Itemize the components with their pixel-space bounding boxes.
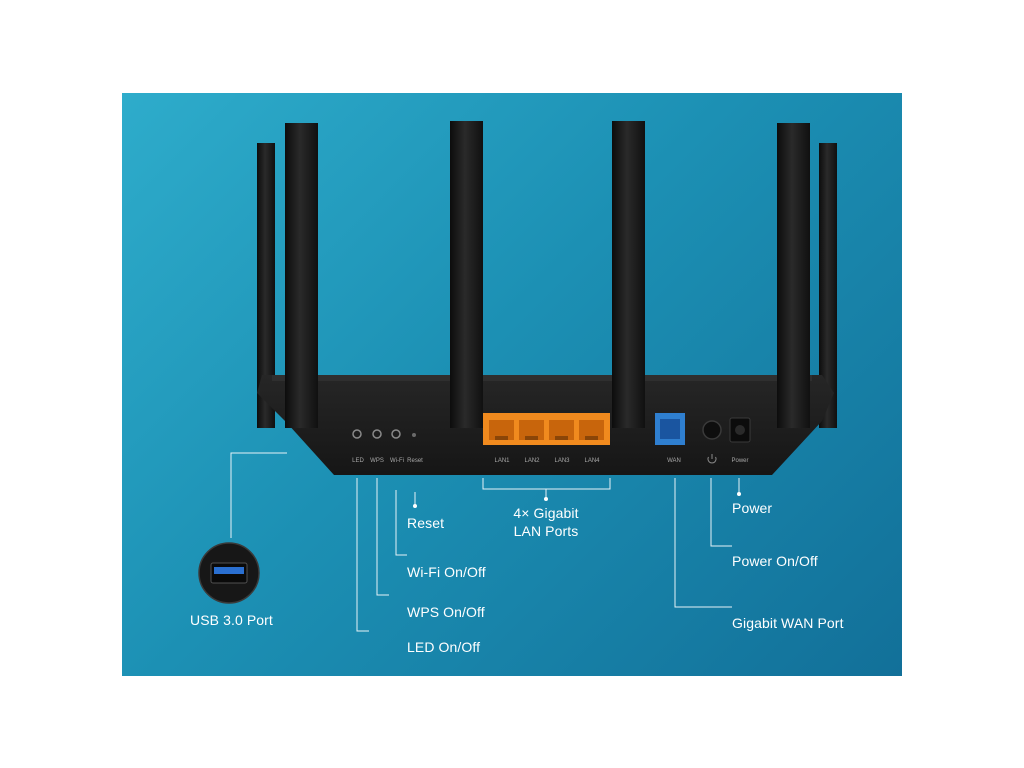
power-jack-pin [735, 425, 745, 435]
antenna-front-4 [777, 123, 810, 428]
wifi-button [391, 429, 401, 439]
callout-line-wps [376, 478, 389, 596]
callout-lines [230, 452, 740, 632]
panel-label-reset: Reset [407, 458, 423, 464]
lan-port-1 [489, 420, 514, 440]
callout-lan-line2: LAN Ports [513, 523, 579, 539]
callout-dots [413, 492, 741, 508]
led-button [352, 429, 362, 439]
panel-label-lan2: LAN2 [524, 458, 540, 464]
lan-port-3 [549, 420, 574, 440]
antenna-back-right [819, 143, 837, 428]
lan-port-2 [519, 420, 544, 440]
router-top-edge [272, 375, 812, 381]
callout-line-power-onoff [710, 478, 732, 547]
power-button [702, 420, 722, 440]
callout-gigabit-wan-port: Gigabit WAN Port [732, 615, 844, 631]
panel-label-wps: WPS [370, 458, 384, 464]
antenna-back-left [257, 143, 275, 428]
antenna-front-2 [450, 121, 483, 428]
power-icon [707, 454, 717, 464]
panel-label-wifi: Wi-Fi [390, 458, 404, 464]
callout-power: Power [732, 500, 773, 516]
callout-power-onoff: Power On/Off [732, 553, 818, 569]
callout-wps-onoff: WPS On/Off [407, 604, 485, 620]
panel-label-lan3: LAN3 [554, 458, 570, 464]
callout-wifi-onoff: Wi-Fi On/Off [407, 564, 486, 580]
product-diagram-panel: LED WPS Wi-Fi Reset LAN1 LAN2 LAN3 LAN4 … [122, 93, 902, 676]
callout-line-lan [482, 478, 611, 490]
lan-port-4 [579, 420, 604, 440]
callout-line-wan [674, 478, 732, 608]
panel-label-led: LED [352, 458, 364, 464]
callout-led-onoff: LED On/Off [407, 639, 481, 655]
panel-label-lan1: LAN1 [494, 458, 510, 464]
callout-lan-ports: 4× Gigabit LAN Ports [506, 504, 586, 540]
panel-label-lan4: LAN4 [584, 458, 600, 464]
callout-reset: Reset [407, 515, 445, 531]
callout-line-usb [230, 452, 287, 538]
usb-port-icon [198, 542, 260, 604]
callout-usb-port: USB 3.0 Port [190, 612, 273, 628]
panel-label-power: Power [731, 458, 748, 464]
router-illustration: LED WPS Wi-Fi Reset LAN1 LAN2 LAN3 LAN4 … [198, 121, 837, 632]
reset-pinhole [412, 433, 416, 437]
callout-line-led [356, 478, 369, 632]
wan-port-socket [660, 419, 680, 439]
callout-lan-line1: 4× Gigabit [513, 505, 579, 521]
antenna-front-1 [285, 123, 318, 428]
antenna-front-3 [612, 121, 645, 428]
panel-label-wan: WAN [667, 458, 681, 464]
wps-button [372, 429, 382, 439]
callout-line-wifi [395, 490, 407, 556]
